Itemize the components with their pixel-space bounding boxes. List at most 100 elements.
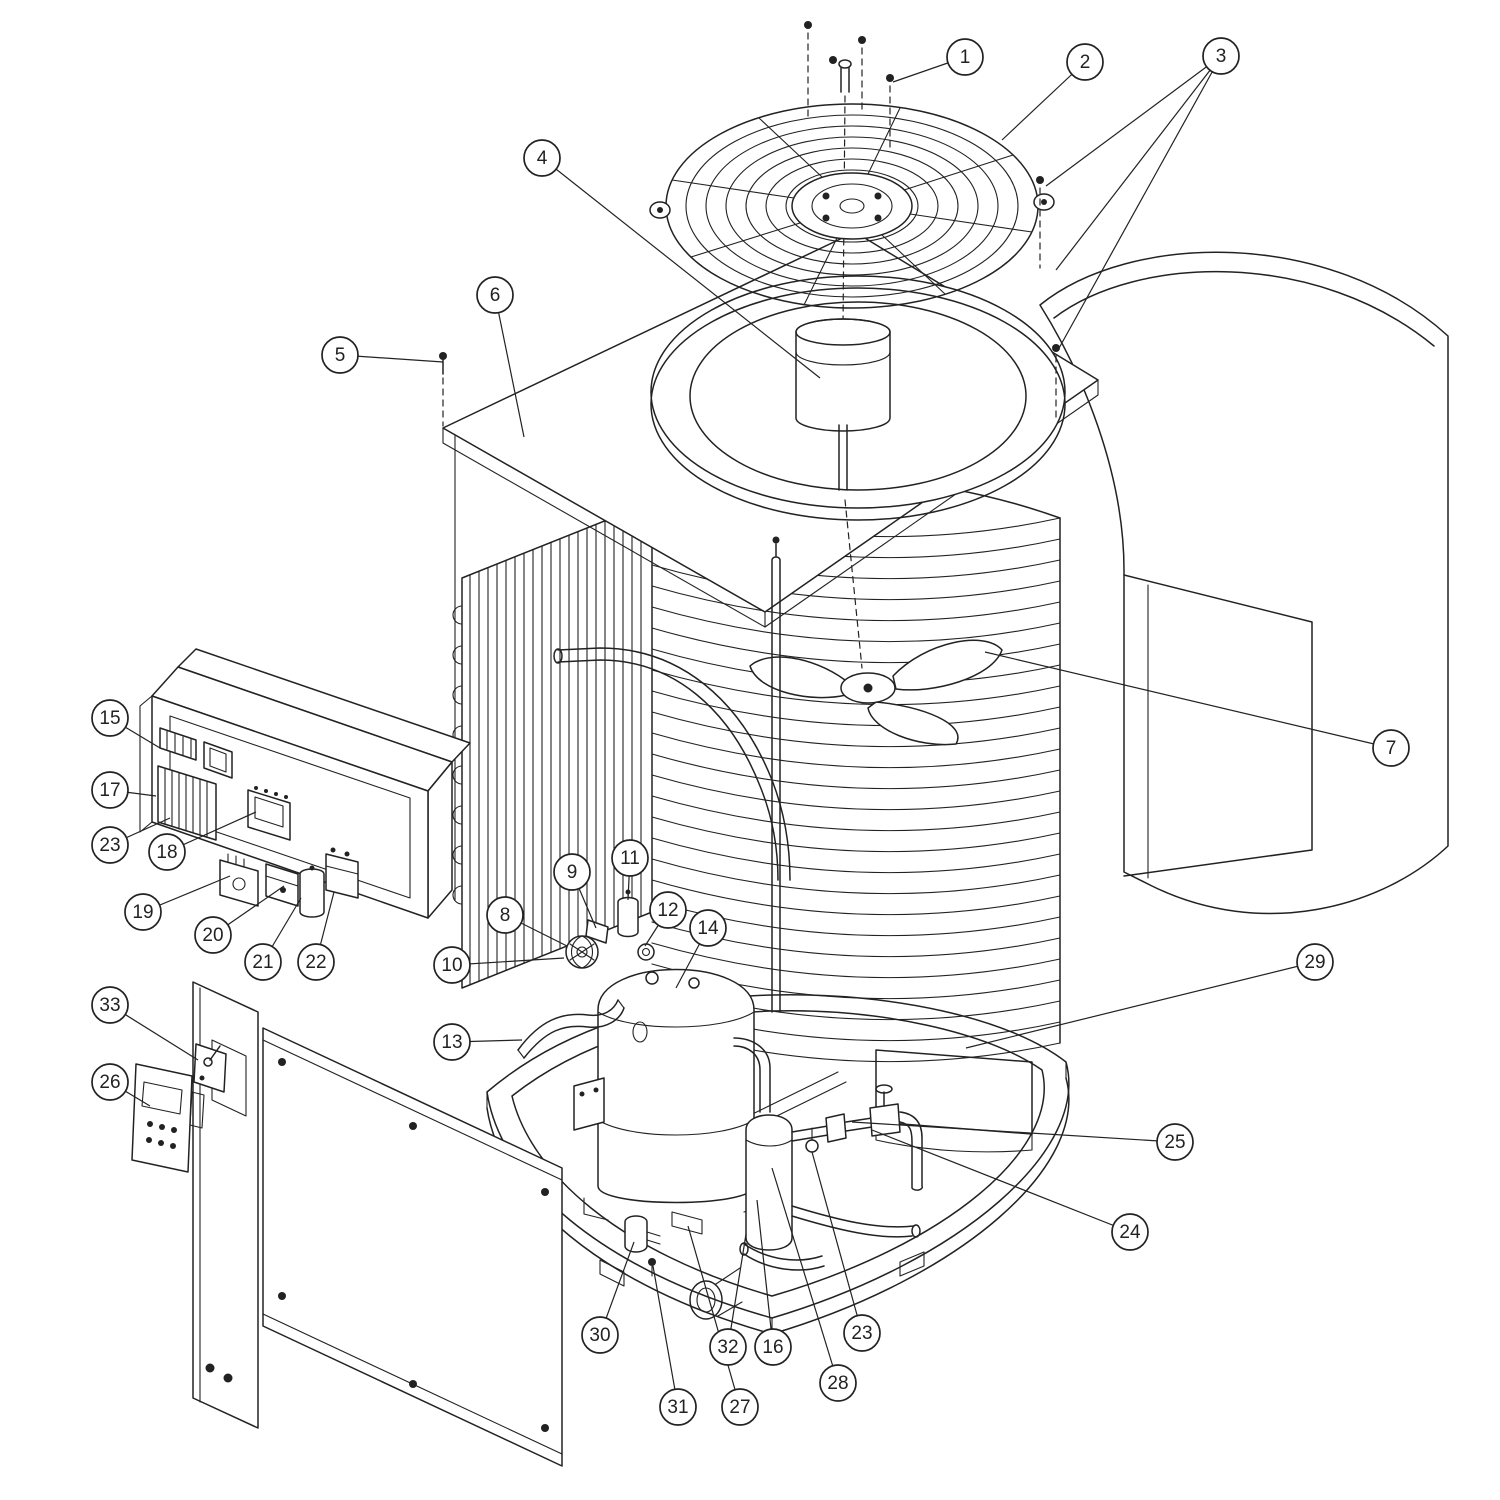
callout-leader <box>965 961 1316 1049</box>
callout-5: 5 <box>321 336 444 374</box>
display-button-2 <box>159 1124 165 1130</box>
wrap-outline <box>1039 251 1449 915</box>
terminal-bolt-1 <box>579 1091 585 1097</box>
callout-16: 16 <box>754 1199 792 1366</box>
guard-hub-center <box>839 198 865 214</box>
motor-band <box>795 351 891 366</box>
accumulator-piping <box>733 1037 923 1271</box>
callout-number: 15 <box>99 708 120 729</box>
callout-leader <box>851 1121 1176 1143</box>
callout-number: 21 <box>252 952 273 973</box>
fan-motor <box>795 95 891 669</box>
front-panel <box>262 1027 563 1467</box>
callout-1: 1 <box>892 38 984 83</box>
callout-balloon <box>297 943 335 981</box>
callout-number: 13 <box>441 1032 462 1053</box>
start-capacitor <box>325 853 359 899</box>
absorber-cylinder <box>617 896 639 938</box>
pan-drain-port-outer <box>689 1280 723 1320</box>
pipe-body <box>771 556 781 1013</box>
callout-23: 23 <box>91 817 171 864</box>
union-nut <box>825 1113 847 1143</box>
accumulator-inlet <box>733 1037 771 1113</box>
contactor-terminal-4 <box>284 795 288 799</box>
callout-14: 14 <box>675 909 727 989</box>
start-capacitor-terminal-2 <box>344 851 350 857</box>
compressor-port-1 <box>645 971 659 985</box>
ring-outer-lower <box>650 287 1066 521</box>
control-box <box>139 648 471 919</box>
callout-balloon <box>1111 1213 1149 1251</box>
compressor-terminal-box <box>573 1077 605 1131</box>
callout-number: 10 <box>441 955 462 976</box>
transformer-line <box>265 875 299 887</box>
top-panel-thickness <box>442 379 1099 628</box>
panel-screw-3 <box>278 1292 286 1300</box>
motor-shaft <box>838 424 848 491</box>
callout-balloon <box>553 853 591 891</box>
callout-balloon <box>709 1328 747 1366</box>
callout-11: 11 <box>611 839 649 901</box>
side-panel <box>192 981 259 1429</box>
callout-number: 2 <box>1080 52 1091 73</box>
callout-balloon <box>124 893 162 931</box>
guard-tab-left-screw <box>657 207 663 213</box>
pan-foot-right <box>899 1251 925 1277</box>
callout-number: 12 <box>657 900 678 921</box>
callout-20: 20 <box>194 885 285 954</box>
callout-25: 25 <box>851 1121 1194 1161</box>
screw-c <box>858 36 866 44</box>
callout-number: 30 <box>589 1325 610 1346</box>
breaker-block-ribs <box>164 767 208 838</box>
front-panels <box>192 981 563 1467</box>
fan-hub-bolt <box>863 683 873 693</box>
wrap-inner-face <box>1123 574 1313 877</box>
relay-small <box>203 741 233 779</box>
accumulator-band <box>745 1139 793 1147</box>
callout-balloon <box>659 1388 697 1426</box>
center-screw-shaft <box>840 67 850 93</box>
fan-blade-bottom <box>867 701 959 746</box>
callout-number: 18 <box>156 842 177 863</box>
motor-body <box>795 318 891 432</box>
callout-balloon <box>523 139 561 177</box>
display-button-6 <box>170 1143 176 1149</box>
line-art <box>131 21 1449 1467</box>
vent-impeller-vanes <box>569 935 595 969</box>
coil-end-plate-hatch <box>469 505 642 986</box>
guard-ring-2 <box>685 114 1019 298</box>
callout-32: 32 <box>709 1233 747 1366</box>
compressor-equator <box>597 1011 755 1028</box>
callout-number: 9 <box>567 862 578 883</box>
callout-26: 26 <box>91 1063 151 1107</box>
pipe-end-cap <box>553 648 563 664</box>
callout-33: 33 <box>91 986 199 1061</box>
callout-number: 16 <box>762 1337 783 1358</box>
callout-10: 10 <box>433 946 565 984</box>
callout-13: 13 <box>433 1023 523 1061</box>
toggle-switch-base <box>203 1057 213 1067</box>
box-left-flange <box>139 695 153 833</box>
callout-leader <box>1057 55 1222 351</box>
callout-balloon <box>433 946 471 984</box>
compressor-body <box>597 968 755 1204</box>
display-button-4 <box>146 1137 152 1143</box>
side-panel-hole-1 <box>205 1363 215 1373</box>
callout-leader <box>756 1199 774 1348</box>
panel-screw-1 <box>278 1058 286 1066</box>
callout-7: 7 <box>984 651 1410 767</box>
callout-number: 32 <box>717 1337 738 1358</box>
base-bolt <box>648 1258 656 1266</box>
callout-balloon <box>194 916 232 954</box>
pipe-inner-line <box>557 659 779 881</box>
callout-15: 15 <box>91 699 161 749</box>
callout-balloon <box>91 1063 129 1101</box>
terminal-bolt-2 <box>593 1087 599 1093</box>
callout-balloon <box>486 896 524 934</box>
callout-number: 3 <box>1216 46 1227 67</box>
callout-balloon <box>611 839 649 877</box>
callout-19: 19 <box>124 875 231 931</box>
display-button-5 <box>158 1140 164 1146</box>
